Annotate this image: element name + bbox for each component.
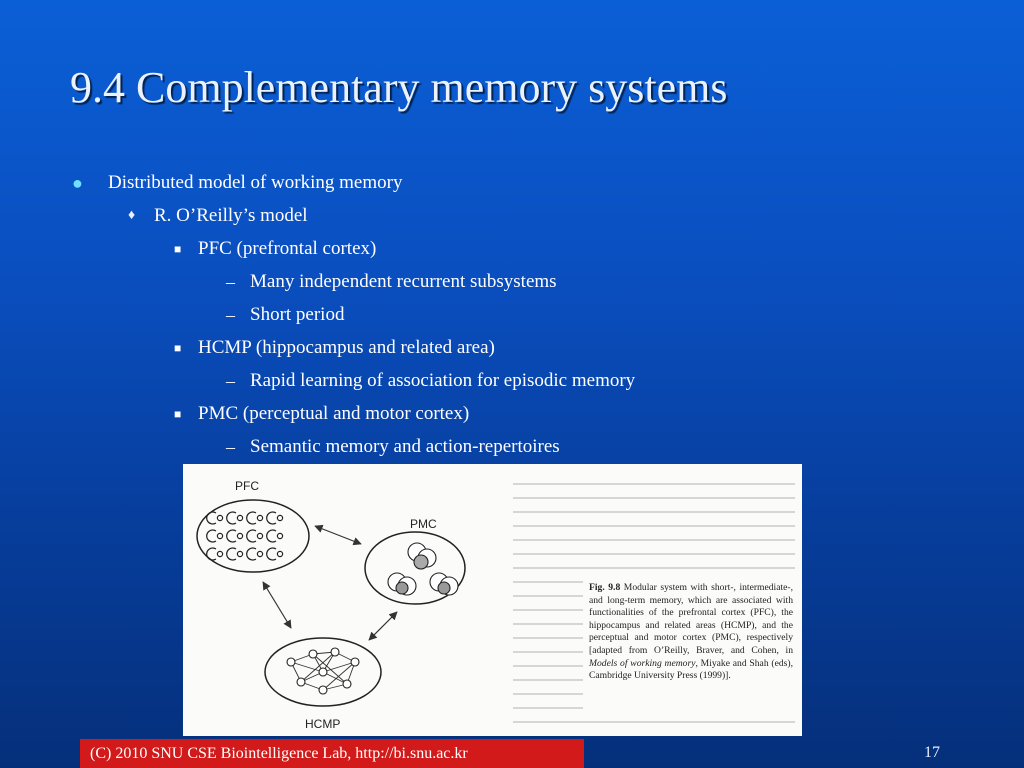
bullet-text: R. O’Reilly’s model <box>154 205 308 226</box>
recurrent-loop <box>226 529 237 543</box>
pfc-module <box>196 499 310 573</box>
pfc-unit <box>256 514 264 522</box>
pmc-label: PMC <box>410 517 437 531</box>
footer-credit: (C) 2010 SNU CSE Biointelligence Lab, ht… <box>80 739 584 768</box>
bullet-item: ● Distributed model of working memory <box>72 168 403 198</box>
hcmp-label: HCMP <box>305 717 340 731</box>
bullet-text: PFC (prefrontal cortex) <box>198 238 377 259</box>
figure-caption: Fig. 9.8 Modular system with short-, int… <box>589 582 793 683</box>
recurrent-loop <box>266 547 277 561</box>
recurrent-loop <box>206 529 217 543</box>
module-arrows <box>262 524 398 641</box>
bullet-item: ♦ R. O’Reilly’s model <box>128 201 308 231</box>
pfc-unit <box>236 550 244 558</box>
bullet-text: Short period <box>250 304 345 325</box>
bullet-item: ■ HCMP (hippocampus and related area) <box>174 333 495 363</box>
pfc-unit <box>276 532 284 540</box>
pfc-unit <box>276 514 284 522</box>
dash-bullet-icon: – <box>226 437 235 457</box>
bullet-text: PMC (perceptual and motor cortex) <box>198 403 470 424</box>
hcmp-nodes <box>286 647 360 695</box>
pfc-unit <box>216 532 224 540</box>
square-bullet-icon: ■ <box>174 407 182 421</box>
page-number: 17 <box>924 744 940 761</box>
bullet-item: ■ PMC (perceptual and motor cortex) <box>174 399 470 429</box>
caption-source: , Miyake and Shah (eds), Cambridge Unive… <box>589 657 793 682</box>
bullet-item: ■ PFC (prefrontal cortex) <box>174 234 377 264</box>
pfc-unit <box>236 514 244 522</box>
bullet-text: HCMP (hippocampus and related area) <box>198 337 495 358</box>
bullet-item: – Many independent recurrent subsystems <box>226 267 557 297</box>
pfc-unit <box>256 550 264 558</box>
recurrent-loop <box>266 511 277 525</box>
dash-bullet-icon: – <box>226 371 235 391</box>
pfc-unit <box>216 550 224 558</box>
diamond-bullet-icon: ♦ <box>128 208 136 223</box>
recurrent-loop <box>226 547 237 561</box>
bullet-text: Rapid learning of association for episod… <box>250 370 636 391</box>
pfc-recurrent-units <box>206 511 284 561</box>
hcmp-module <box>264 637 382 707</box>
square-bullet-icon: ■ <box>174 341 182 355</box>
bullet-item: – Rapid learning of association for epis… <box>226 366 636 396</box>
square-bullet-icon: ■ <box>174 242 182 256</box>
pmc-module <box>364 531 466 605</box>
recurrent-loop <box>226 511 237 525</box>
dash-bullet-icon: – <box>226 272 235 292</box>
pfc-unit <box>276 550 284 558</box>
bullet-item: – Short period <box>226 300 345 330</box>
figure-number: Fig. 9.8 <box>589 582 621 593</box>
bullet-text: Many independent recurrent subsystems <box>250 271 557 292</box>
recurrent-loop <box>246 529 257 543</box>
pfc-unit <box>236 532 244 540</box>
recurrent-loop <box>266 529 277 543</box>
recurrent-loop <box>246 511 257 525</box>
bullet-text: Semantic memory and action-repertoires <box>250 436 560 457</box>
dash-bullet-icon: – <box>226 305 235 325</box>
recurrent-loop <box>206 511 217 525</box>
pfc-label: PFC <box>235 479 259 493</box>
slide-title: 9.4 Complementary memory systems <box>70 63 728 112</box>
caption-text: Modular system with short-, intermediate… <box>589 582 793 656</box>
pmc-overlapping-units <box>387 542 459 596</box>
pfc-unit <box>256 532 264 540</box>
pfc-unit <box>216 514 224 522</box>
recurrent-loop <box>206 547 217 561</box>
bullet-text: Distributed model of working memory <box>108 172 403 193</box>
memory-system-figure: PFC PMC HCMP <box>183 464 802 736</box>
memory-system-diagram: PFC PMC HCMP <box>196 479 795 731</box>
bullet-item: – Semantic memory and action-repertoires <box>226 432 560 462</box>
recurrent-loop <box>246 547 257 561</box>
caption-book-title: Models of working memory <box>589 657 696 669</box>
round-bullet-icon: ● <box>72 173 83 193</box>
faint-page-text <box>513 483 795 723</box>
